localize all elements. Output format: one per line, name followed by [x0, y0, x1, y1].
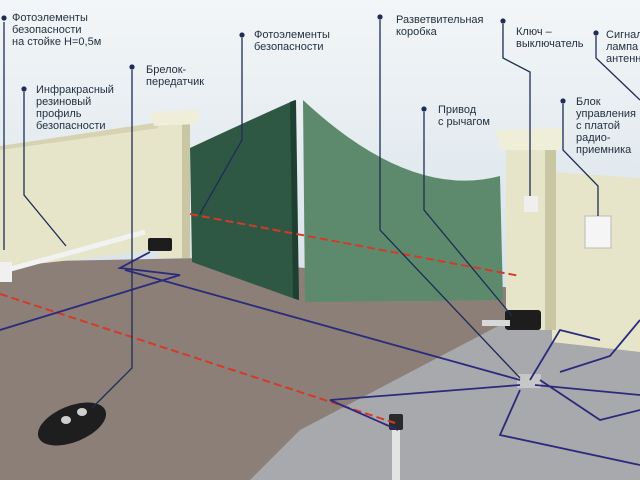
callout-lines — [3, 20, 640, 409]
label-control-unit: Блок управления с платой радио- приемник… — [576, 96, 636, 156]
remote-transmitter — [37, 402, 107, 446]
cable-right-4 — [498, 389, 640, 466]
callout-photo-gate — [199, 38, 243, 215]
cable-right-5 — [559, 319, 640, 373]
right-pillar-shade — [545, 140, 556, 330]
drive-left — [148, 238, 172, 251]
gate-leaf-left-edge — [290, 100, 299, 300]
callout-control-unit — [562, 104, 599, 216]
ir-beam-gate — [189, 213, 521, 277]
photo-post-head — [389, 414, 403, 430]
cable-left — [0, 251, 181, 331]
cable-right-1 — [529, 328, 601, 381]
dot-key-switch — [500, 18, 506, 24]
label-remote: Брелок- передатчик — [146, 64, 205, 88]
drive-right — [505, 310, 541, 330]
junction-box — [517, 374, 541, 388]
photo-sensor-left-wall — [0, 262, 12, 282]
pavement — [250, 325, 640, 480]
gate-leaf-right — [303, 100, 503, 302]
dot-junction-box — [377, 14, 383, 20]
callout-remote — [91, 70, 133, 409]
label-junction-box: Разветвительная коробка — [396, 14, 484, 38]
label-signal-lamp: Сигнальная лампа с антенной — [606, 29, 640, 65]
label-drive: Привод с рычагом — [438, 104, 490, 128]
remote-button-2 — [77, 408, 87, 416]
left-pillar-cap — [150, 110, 200, 126]
callout-rubber-profile — [23, 92, 67, 247]
dot-photo-post — [1, 15, 7, 21]
callout-junction-box — [379, 20, 521, 379]
dot-rubber-profile — [21, 86, 27, 92]
callout-drive — [423, 112, 513, 317]
cable-right-3 — [539, 379, 640, 421]
callout-key-switch — [502, 24, 531, 196]
ir-beam-front — [0, 293, 396, 424]
photo-post — [392, 425, 400, 480]
dot-drive — [421, 106, 427, 112]
remote-button-1 — [61, 416, 71, 424]
rubber-profile-bar — [0, 229, 146, 275]
cable-cross — [124, 269, 521, 381]
callout-dots — [1, 14, 599, 112]
left-pillar-shade — [182, 122, 190, 258]
label-photo-gate: Фотоэлементы безопасности — [254, 29, 330, 53]
dot-remote — [129, 64, 135, 70]
key-switch — [524, 196, 538, 212]
cable-photo-post — [329, 384, 521, 431]
control-unit — [584, 215, 612, 249]
left-wall — [0, 128, 160, 268]
label-photo-post: Фотоэлементы безопасности на стойке H=0,… — [12, 12, 102, 48]
dot-signal-lamp — [593, 30, 599, 36]
left-wall-top — [0, 122, 160, 150]
dot-photo-gate — [239, 32, 245, 38]
drive-right-bracket — [482, 320, 510, 326]
callout-signal-lamp — [595, 36, 640, 101]
label-key-switch: Ключ – выключатель — [516, 26, 584, 50]
cable-right-2 — [534, 384, 640, 396]
label-rubber-profile: Инфракрасный резиновый профиль безопасно… — [36, 84, 114, 132]
dot-control-unit — [560, 98, 566, 104]
right-wall — [552, 172, 640, 352]
gate-leaf-left — [190, 100, 298, 300]
